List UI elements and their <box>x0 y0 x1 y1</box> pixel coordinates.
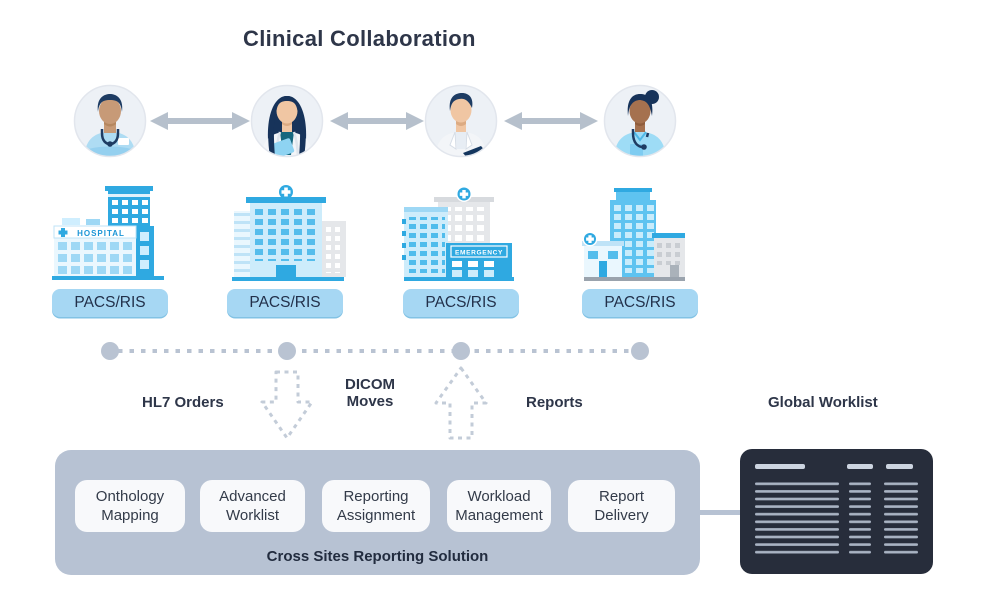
worklist-table-icon <box>740 464 933 558</box>
reports-label: Reports <box>526 394 583 411</box>
dicom-moves-label: DICOM Moves <box>345 376 395 410</box>
down-arrow-icon <box>260 370 314 440</box>
hospital-building-4 <box>582 188 685 281</box>
pacs-ris-badge-3: PACS/RIS <box>403 289 519 317</box>
page-title: Clinical Collaboration <box>243 26 476 51</box>
hospital-building-3: EMERGENCY <box>402 186 514 281</box>
module-card-workload-management: Workload Management <box>447 480 551 532</box>
doctor-avatar-3 <box>424 84 498 158</box>
hospital-building-2 <box>232 183 346 281</box>
module-card-advanced-worklist: Advanced Worklist <box>200 480 305 532</box>
solution-caption: Cross Sites Reporting Solution <box>266 548 489 565</box>
hospital-sign-text: HOSPITAL <box>77 229 125 238</box>
doctor-avatar-1 <box>73 84 147 158</box>
module-card-reporting-assignment: Reporting Assignment <box>322 480 430 532</box>
pacs-ris-badge-1: PACS/RIS <box>52 289 168 317</box>
emergency-sign-text: EMERGENCY <box>455 250 503 257</box>
module-card-onthology-mapping: Onthology Mapping <box>75 480 185 532</box>
collab-arrow-2-3-icon <box>330 112 424 130</box>
up-arrow-icon <box>434 366 488 440</box>
nurse-avatar-4 <box>603 84 677 158</box>
panel-connector-line <box>698 510 742 515</box>
hospital-building-1: HOSPITAL <box>52 186 164 280</box>
doctor-avatar-2 <box>250 84 324 158</box>
pacs-ris-badge-2: PACS/RIS <box>227 289 343 317</box>
global-worklist-label: Global Worklist <box>768 394 878 411</box>
collab-arrow-1-2-icon <box>150 112 250 130</box>
module-card-report-delivery: Report Delivery <box>568 480 675 532</box>
collab-arrow-3-4-icon <box>504 112 598 130</box>
network-node-dots <box>101 342 649 360</box>
cross-sites-solution-box: Onthology Mapping Advanced Worklist Repo… <box>55 450 700 575</box>
global-worklist-panel <box>740 449 933 574</box>
hl7-orders-label: HL7 Orders <box>142 394 224 411</box>
pacs-ris-badge-4: PACS/RIS <box>582 289 698 317</box>
